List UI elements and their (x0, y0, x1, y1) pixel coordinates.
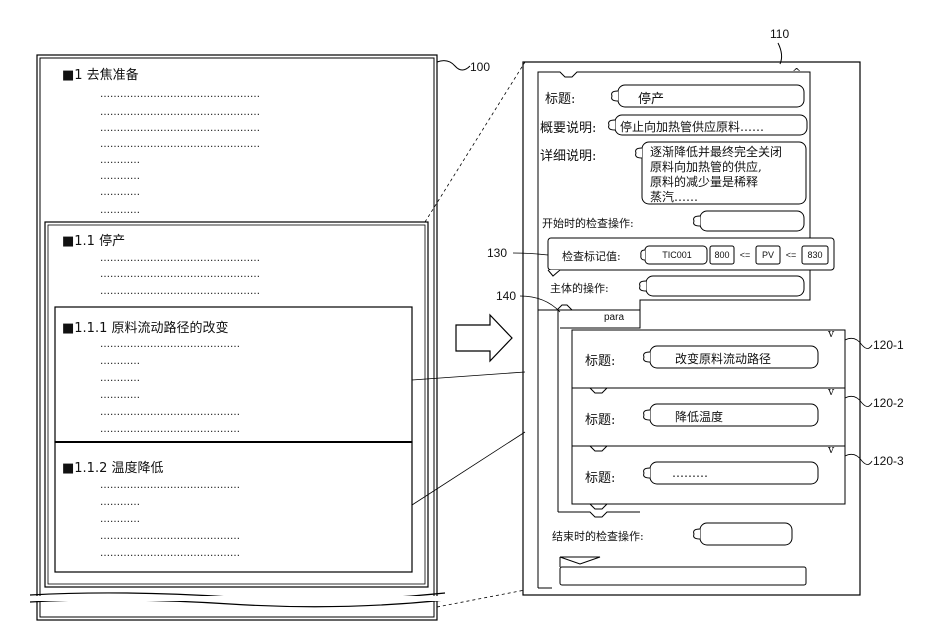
text-line: …………………………………… (100, 481, 240, 491)
text-line: ………… (100, 374, 140, 384)
text-line: …………………………………… (100, 532, 240, 542)
text-line: …………………………………… (100, 340, 240, 350)
end-check-label: 结束时的检查操作: (552, 528, 644, 544)
text-line: ………… (100, 515, 140, 525)
para-label: para (594, 312, 634, 323)
child-3-title-label: 标题: (585, 467, 615, 486)
text-line: …………………………………… (100, 425, 240, 435)
ref-120-1: 120-1 (873, 338, 904, 352)
title-input[interactable]: 停产 (638, 88, 664, 107)
ref-130: 130 (487, 246, 507, 260)
text-line: ………… (100, 172, 140, 182)
child-1-title-label: 标题: (585, 350, 615, 369)
heading-1-1-1: ■1.1.1 原料流动路径的改变 (62, 317, 229, 336)
pv-field[interactable]: PV (756, 250, 780, 260)
tag-field[interactable]: TIC001 (648, 250, 706, 260)
ref-120-2: 120-2 (873, 396, 904, 410)
detail-line-4[interactable]: 蒸汽…… (650, 188, 698, 205)
ref-140: 140 (496, 289, 516, 303)
operator-2: <= (780, 250, 802, 260)
text-line: ………… (100, 498, 140, 508)
marker-label: 检查标记值: (562, 248, 621, 264)
low-limit-field[interactable]: 800 (710, 250, 734, 260)
ref-110: 110 (770, 27, 789, 41)
break-gap (36, 596, 446, 601)
high-limit-field[interactable]: 830 (802, 250, 828, 260)
child-3-title-input[interactable]: ……… (672, 466, 708, 480)
detail-label: 详细说明: (540, 145, 596, 164)
expand-caret-icon[interactable]: v (828, 327, 834, 340)
expand-caret-icon[interactable]: v (828, 443, 834, 456)
heading-1-1-2: ■1.1.2 温度降低 (62, 457, 164, 476)
text-line: …………………………………… (100, 408, 240, 418)
text-line: ………………………………………… (100, 124, 260, 134)
child-1-title-input[interactable]: 改变原料流动路径 (675, 350, 771, 367)
expand-caret-icon[interactable]: v (828, 385, 834, 398)
heading-1: ■1 去焦准备 (62, 64, 139, 83)
text-line: ………… (100, 391, 140, 401)
ref-100: 100 (470, 60, 490, 74)
child-2-title-input[interactable]: 降低温度 (675, 408, 723, 425)
start-check-label: 开始时的检查操作: (542, 215, 634, 231)
text-line: ………………………………………… (100, 90, 260, 100)
ref-120-3: 120-3 (873, 454, 904, 468)
child-2-title-label: 标题: (585, 409, 615, 428)
operator-1: <= (734, 250, 756, 260)
body-label: 主体的操作: (550, 280, 609, 296)
text-line: …………………………………… (100, 549, 240, 559)
text-line: ………………………………………… (100, 140, 260, 150)
summary-input[interactable]: 停止向加热管供应原料…… (620, 118, 764, 135)
text-line: ………………………………………… (100, 270, 260, 280)
transform-arrow (456, 315, 512, 361)
text-line: ………………………………………… (100, 108, 260, 118)
summary-label: 概要说明: (540, 117, 596, 136)
text-line: ………… (100, 156, 140, 166)
text-line: ………… (100, 357, 140, 367)
text-line: ………………………………………… (100, 254, 260, 264)
heading-1-1: ■1.1 停产 (62, 230, 125, 249)
title-label: 标题: (545, 88, 575, 107)
collapse-caret-icon[interactable]: ^ (792, 66, 801, 79)
text-line: ………………………………………… (100, 287, 260, 297)
text-line: ………… (100, 188, 140, 198)
text-line: ………… (100, 206, 140, 216)
